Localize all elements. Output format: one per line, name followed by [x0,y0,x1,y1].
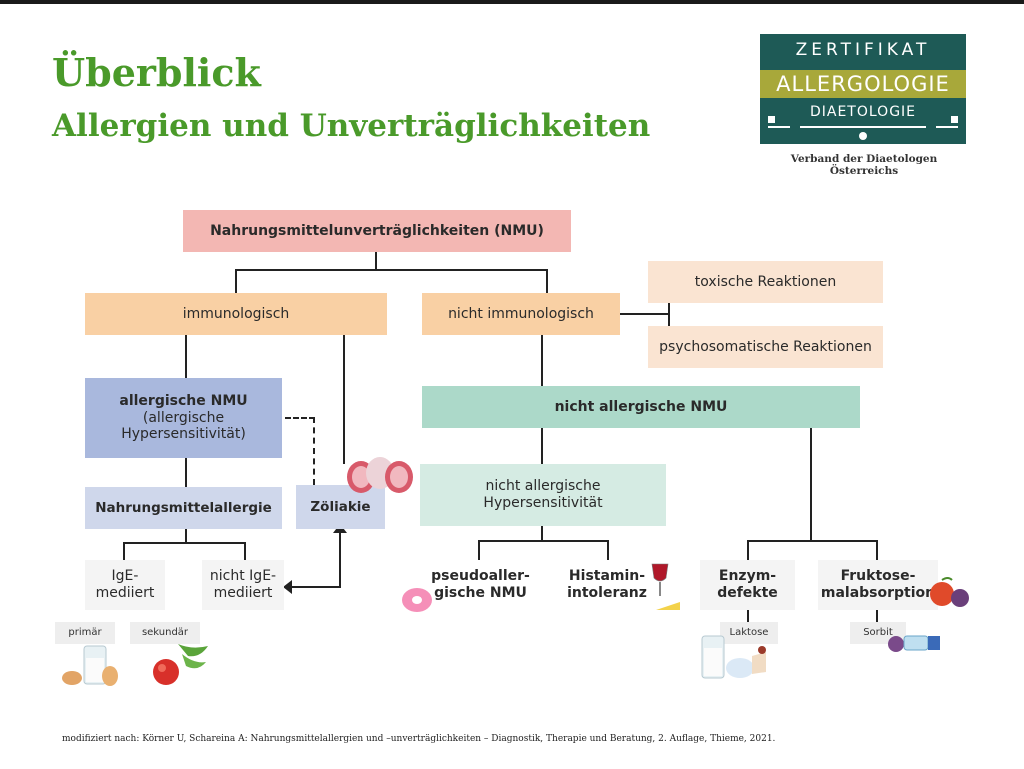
certificate-logo: ZERTIFIKAT ALLERGOLOGIE DIAETOLOGIE [760,34,966,144]
connector [541,526,543,542]
tag-sekundaer: sekundär [130,622,200,644]
top-border [0,0,1024,4]
ige-line2: mediiert [95,585,155,601]
node-toxische-reaktionen: toxische Reaktionen [648,261,883,303]
histamin-line2: intoleranz [567,585,647,601]
connector [747,610,749,626]
logo-rule-right [936,126,958,128]
node-nicht-immunologisch: nicht immunologisch [422,293,620,335]
allergische-nmu-sub1: (allergische [142,409,225,426]
connector [123,542,125,560]
node-immunologisch: immunologisch [85,293,387,335]
connector [235,269,548,271]
pseudo-line1: pseudoaller- [431,568,530,585]
donut-icon [400,586,434,614]
connector [810,428,812,542]
connector [668,300,670,326]
allergische-nmu-sub2: Hypersensitivität) [121,426,246,443]
intestine-icon [345,455,415,497]
connector [478,540,609,542]
tag-laktose: Laktose [720,622,778,644]
connector [541,428,543,464]
connector [290,586,341,588]
fruit-icon [926,574,970,610]
nicht-ige-line2: mediiert [213,585,273,601]
node-ige-mediiert: IgE- mediiert [85,560,165,610]
logo-line-zertifikat: ZERTIFIKAT [795,40,931,60]
logo-dot [859,132,867,140]
connector [747,540,749,560]
connector [244,542,246,560]
fruktose-line2: malabsorption [820,585,936,601]
histamin-line1: Histamin- [568,568,646,585]
nicht-allergische-hyper-line1: nicht allergische [485,478,601,495]
milk-icon [700,630,770,680]
connector [339,528,341,588]
connector [747,540,877,542]
wine-cheese-icon [646,562,682,612]
node-allergische-nmu: allergische NMU (allergische Hypersensit… [85,378,282,458]
enzym-line1: Enzym- [718,568,777,585]
connector [375,251,377,269]
dashed-connector [285,417,315,419]
logo-line-diaetologie: DIAETOLOGIE [809,104,917,120]
page-title: Überblick [52,50,261,95]
node-fruktosemalabsorption: Fruktose- malabsorption [818,560,938,610]
connector [185,528,187,542]
pseudo-line2: gische NMU [434,585,527,601]
node-zoeliakie: Zöliakie [296,485,385,529]
node-nmu-root: Nahrungsmittelunverträglichkeiten (NMU) [183,210,571,252]
logo-rule-center [800,126,926,128]
nicht-allergische-hyper-line2: Hypersensitivität [483,495,603,511]
connector [478,540,480,560]
node-histaminintoleranz: Histamin- intoleranz [561,560,653,610]
node-nicht-allergische-nmu: nicht allergische NMU [422,386,860,428]
footer-citation: modifiziert nach: Körner U, Schareina A:… [62,734,776,744]
fruktose-line1: Fruktose- [840,568,916,585]
connector [607,540,609,560]
page-subtitle: Allergien und Unverträglichkeiten [52,108,651,144]
pills-icon [886,630,942,654]
connector [235,269,237,293]
node-enzymdefekte: Enzym- defekte [700,560,795,610]
node-nahrungsmittelallergie: Nahrungsmittelallergie [85,487,282,529]
eggs-milk-icon [60,644,120,688]
connector [620,313,670,315]
node-psychosomatische-reaktionen: psychosomatische Reaktionen [648,326,883,368]
connector [546,269,548,293]
connector [876,540,878,560]
allergische-nmu-title: allergische NMU [119,392,248,409]
nicht-ige-line1: nicht IgE- [209,568,277,585]
tag-primaer: primär [55,622,115,644]
logo-square-left [768,116,775,123]
logo-subtitle: Verband der Diaetologen Österreichs [790,153,938,177]
dashed-connector [313,417,315,485]
logo-square-right [951,116,958,123]
connector [123,542,246,544]
connector [876,610,878,626]
apple-birch-icon [148,640,214,688]
connector [541,334,543,386]
connector [343,334,345,464]
logo-rule-left [768,126,790,128]
node-nicht-ige-mediiert: nicht IgE- mediiert [202,560,284,610]
logo-line-allergologie: ALLERGOLOGIE [760,70,966,98]
arrow-head-left [283,580,292,594]
connector [185,334,187,380]
connector [185,458,187,488]
node-nicht-allergische-hypersensitivitaet: nicht allergische Hypersensitivität [420,464,666,526]
enzym-line2: defekte [717,585,778,601]
ige-line1: IgE- [111,568,139,585]
node-pseudoallergische-nmu: pseudoaller- gische NMU [428,560,533,610]
